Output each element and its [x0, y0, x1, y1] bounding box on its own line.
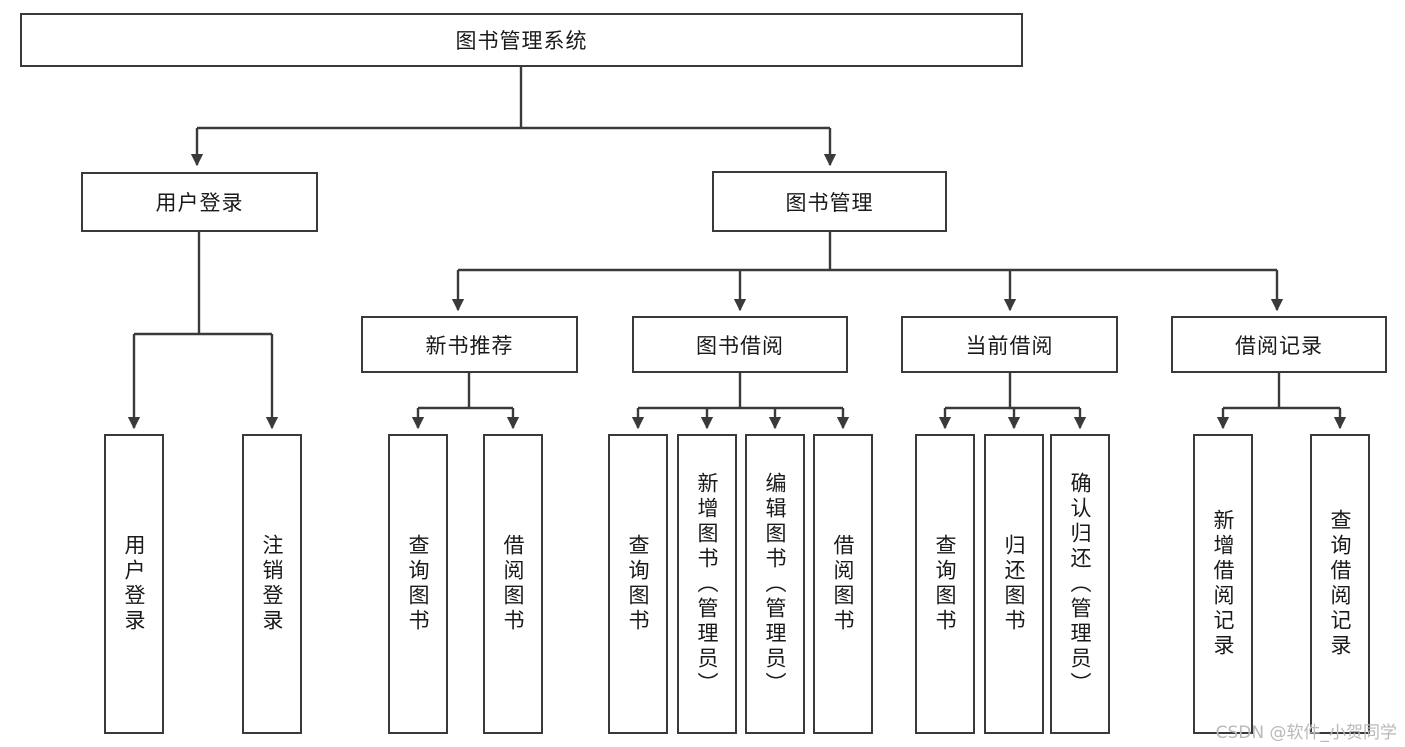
- leaf-book-borrow-query[interactable]: 查询图书: [608, 434, 668, 734]
- leaf-book-borrow-query-label: 查询图书: [626, 534, 651, 634]
- node-book-management-label: 图书管理: [785, 190, 874, 215]
- leaf-book-borrow-edit[interactable]: 编辑图书（管理员）: [745, 434, 805, 734]
- node-borrow-record[interactable]: 借阅记录: [1171, 316, 1387, 373]
- leaf-book-borrow-edit-label: 编辑图书（管理员）: [763, 471, 788, 697]
- leaf-user-login-logout[interactable]: 注销登录: [242, 434, 302, 734]
- node-user-login[interactable]: 用户登录: [81, 172, 318, 232]
- leaf-borrow-record-add-label: 新增借阅记录: [1211, 509, 1236, 659]
- leaf-book-borrow-borrow-label: 借阅图书: [831, 534, 856, 634]
- node-borrow-record-label: 借阅记录: [1235, 333, 1323, 358]
- leaf-current-borrow-return[interactable]: 归还图书: [984, 434, 1044, 734]
- node-new-book-recommend[interactable]: 新书推荐: [361, 316, 578, 373]
- node-book-borrow-label: 图书借阅: [696, 333, 784, 358]
- leaf-borrow-record-add[interactable]: 新增借阅记录: [1193, 434, 1253, 734]
- leaf-current-borrow-confirm-return[interactable]: 确认归还（管理员）: [1050, 434, 1110, 734]
- leaf-user-login-login[interactable]: 用户登录: [104, 434, 164, 734]
- leaf-new-book-query[interactable]: 查询图书: [388, 434, 448, 734]
- leaf-user-login-login-label: 用户登录: [122, 534, 147, 634]
- leaf-current-borrow-query-label: 查询图书: [933, 534, 958, 634]
- node-root-label: 图书管理系统: [455, 29, 588, 53]
- leaf-current-borrow-query[interactable]: 查询图书: [915, 434, 975, 734]
- leaf-new-book-query-label: 查询图书: [406, 534, 431, 634]
- node-book-management[interactable]: 图书管理: [712, 171, 947, 232]
- leaf-new-book-borrow[interactable]: 借阅图书: [483, 434, 543, 734]
- leaf-book-borrow-borrow[interactable]: 借阅图书: [813, 434, 873, 734]
- node-root[interactable]: 图书管理系统: [20, 13, 1023, 67]
- leaf-book-borrow-add[interactable]: 新增图书（管理员）: [677, 434, 737, 734]
- leaf-borrow-record-query-label: 查询借阅记录: [1328, 509, 1353, 659]
- node-new-book-recommend-label: 新书推荐: [425, 333, 514, 358]
- leaf-borrow-record-query[interactable]: 查询借阅记录: [1310, 434, 1370, 734]
- node-book-borrow[interactable]: 图书借阅: [632, 316, 848, 373]
- node-current-borrow[interactable]: 当前借阅: [901, 316, 1118, 373]
- leaf-book-borrow-add-label: 新增图书（管理员）: [695, 471, 720, 697]
- node-current-borrow-label: 当前借阅: [965, 333, 1054, 358]
- leaf-user-login-logout-label: 注销登录: [260, 534, 285, 634]
- leaf-new-book-borrow-label: 借阅图书: [501, 534, 526, 634]
- watermark: CSDN @软件_小贺同学: [1215, 723, 1397, 743]
- leaf-current-borrow-confirm-return-label: 确认归还（管理员）: [1068, 471, 1093, 697]
- leaf-current-borrow-return-label: 归还图书: [1002, 534, 1027, 634]
- node-user-login-label: 用户登录: [155, 191, 244, 215]
